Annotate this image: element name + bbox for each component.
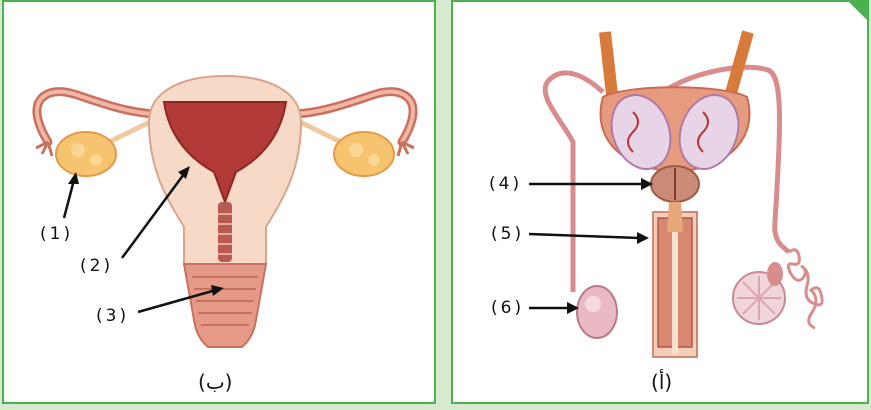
testis-left — [577, 286, 617, 338]
pointer-line-5 — [529, 234, 639, 238]
pointer-line-2 — [122, 174, 184, 258]
label-1: (1) — [40, 224, 73, 244]
label-6: (6) — [491, 298, 524, 318]
female-reproductive-illustration — [4, 2, 438, 406]
pointer-line-1 — [64, 180, 74, 218]
label-4: (4) — [489, 174, 522, 194]
ovary-left — [56, 132, 116, 176]
follicle — [71, 143, 85, 157]
urethra — [672, 212, 678, 354]
male-reproductive-illustration — [453, 2, 871, 406]
follicle — [349, 143, 363, 157]
urethra-upper — [667, 202, 683, 232]
panel-male-system: (4) (5) (6) (أ) — [451, 0, 869, 404]
follicle — [368, 154, 380, 166]
pointer-arrowhead-5 — [637, 232, 649, 244]
label-2: (2) — [80, 256, 113, 276]
vas-deferens-left — [545, 73, 603, 292]
epididymis-head — [767, 262, 783, 286]
label-3: (3) — [96, 306, 129, 326]
follicle — [90, 154, 102, 166]
panel-female-system: (1) (2) (3) (ب) — [2, 0, 436, 404]
panel-b-caption: (ب) — [198, 370, 232, 394]
label-5: (5) — [491, 224, 524, 244]
ovary-right — [334, 132, 394, 176]
panel-a-caption: (أ) — [651, 370, 672, 394]
epididymis-coil — [788, 250, 822, 328]
